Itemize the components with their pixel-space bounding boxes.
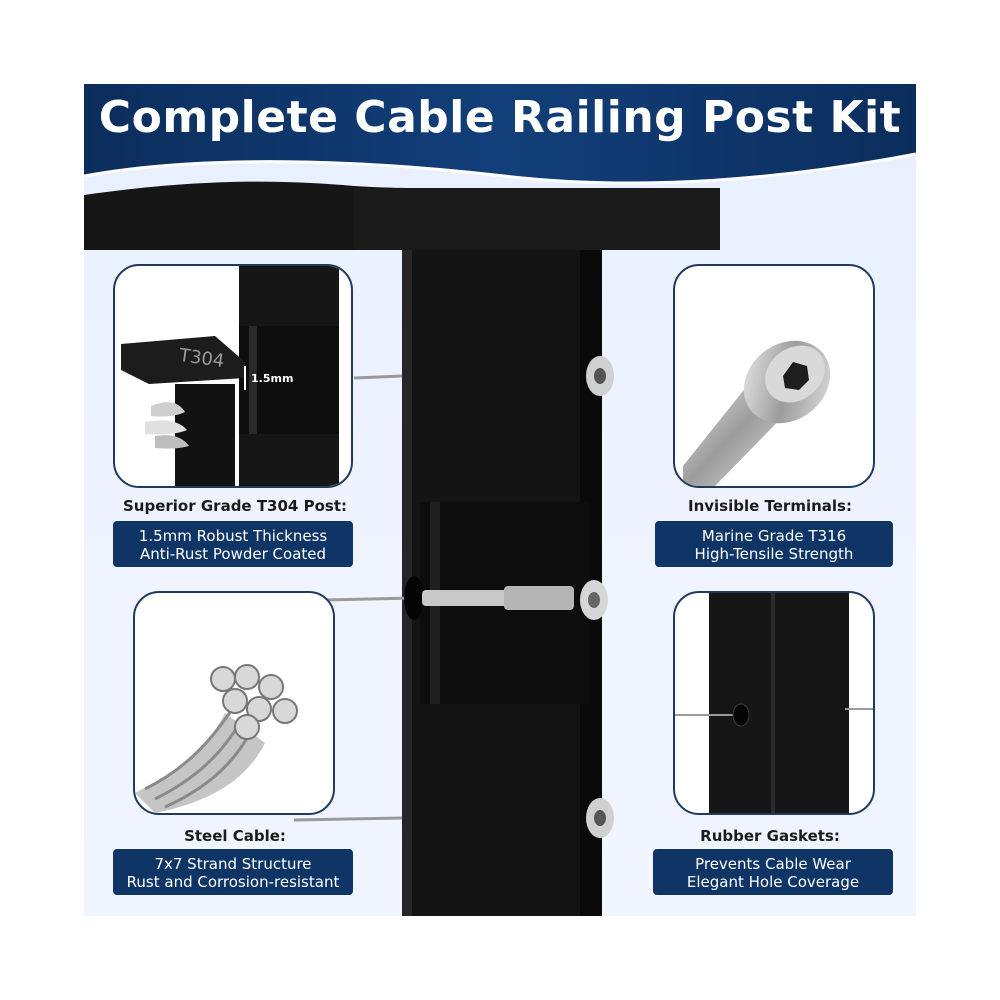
steel-cable-image xyxy=(135,664,298,813)
post-cross-section-image xyxy=(121,266,339,486)
heading-invisible-terminals: Invisible Terminals: xyxy=(688,497,852,515)
title-banner xyxy=(84,84,916,185)
terminal-bolt-image xyxy=(683,340,831,486)
card-invisible-terminals xyxy=(673,264,875,488)
card-rubber-gaskets xyxy=(673,591,875,815)
railing-post-illustration xyxy=(84,181,720,916)
card-t304-post: T304 1.5mm xyxy=(113,264,353,488)
desc-line: 7x7 Strand Structure xyxy=(154,855,312,873)
desc-line: Elegant Hole Coverage xyxy=(686,873,860,891)
desc-line: High-Tensile Strength xyxy=(694,545,854,563)
heading-rubber-gaskets: Rubber Gaskets: xyxy=(700,827,840,845)
heading-t304-post: Superior Grade T304 Post: xyxy=(123,497,347,515)
card-steel-cable xyxy=(133,591,335,815)
desc-steel-cable: 7x7 Strand Structure Rust and Corrosion-… xyxy=(113,849,353,895)
desc-line: Anti-Rust Powder Coated xyxy=(139,545,327,563)
desc-t304-post: 1.5mm Robust Thickness Anti-Rust Powder … xyxy=(113,521,353,567)
thickness-label: 1.5mm xyxy=(251,372,294,385)
page-title: Complete Cable Railing Post Kit xyxy=(98,92,902,143)
heading-steel-cable: Steel Cable: xyxy=(184,827,286,845)
desc-line: Prevents Cable Wear xyxy=(695,855,851,873)
post-with-gasket-image xyxy=(675,593,873,813)
desc-line: Rust and Corrosion-resistant xyxy=(126,873,340,891)
desc-rubber-gaskets: Prevents Cable Wear Elegant Hole Coverag… xyxy=(653,849,893,895)
desc-line: 1.5mm Robust Thickness xyxy=(138,527,328,545)
desc-line: Marine Grade T316 xyxy=(701,527,847,545)
desc-invisible-terminals: Marine Grade T316 High-Tensile Strength xyxy=(655,521,893,567)
